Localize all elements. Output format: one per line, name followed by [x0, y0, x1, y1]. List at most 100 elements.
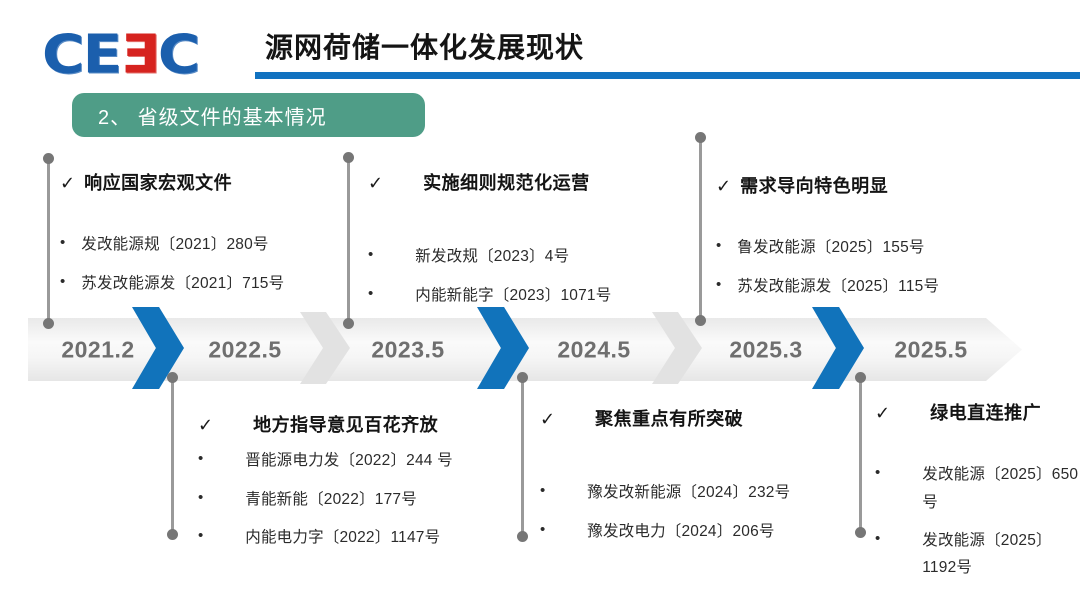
timeline-date: 2025.5: [894, 336, 968, 362]
callout-demand-oriented: ✓ 需求导向特色明显 • 鲁发改能源〔2025〕155号 • 苏发改能源发〔2025〕…: [716, 175, 1006, 311]
doc-number-text: 豫发改电力〔2024〕206号: [587, 522, 775, 540]
bullet-icon: •: [60, 272, 66, 290]
bullet-icon: •: [198, 450, 204, 468]
check-icon: ✓: [875, 403, 891, 423]
callout-key-breakthrough: ✓ 聚焦重点有所突破 • 豫发改新能源〔2024〕232号 • 豫发改电力〔2024〕…: [540, 408, 850, 556]
doc-number-text: 豫发改新能源〔2024〕232号: [587, 484, 791, 502]
pin-dot-icon: [343, 318, 354, 329]
check-icon: ✓: [716, 176, 732, 196]
pin-connector: [167, 372, 178, 540]
pin-dot-icon: [517, 531, 528, 542]
check-icon: ✓: [540, 409, 556, 429]
doc-number-text: 新发改规〔2023〕4号: [415, 248, 570, 266]
check-icon: ✓: [198, 415, 214, 435]
doc-item: • 发改能源规〔2021〕280号: [60, 231, 292, 258]
logo-letter: Ǝ: [120, 22, 160, 86]
doc-number-text: 发改能源规〔2021〕280号: [81, 236, 269, 254]
callout-local-guidance: ✓ 地方指导意见百花齐放 • 晋能源电力发〔2022〕244 号 • 青能新能〔202…: [198, 414, 508, 562]
timeline-date: 2025.3: [729, 336, 803, 362]
bullet-icon: •: [198, 526, 204, 544]
bullet-icon: •: [60, 234, 66, 252]
bullet-icon: •: [540, 482, 546, 500]
ceec-logo: C E Ǝ C: [42, 22, 201, 86]
pin-dot-icon: [517, 372, 528, 383]
logo-letter: E: [82, 22, 123, 86]
doc-list: • 发改能源规〔2021〕280号 • 苏发改能源发〔2021〕715号: [60, 231, 292, 296]
doc-item: • 豫发改新能源〔2024〕232号: [540, 479, 850, 506]
doc-item: • 鲁发改能源〔2025〕155号: [716, 234, 1006, 261]
bullet-icon: •: [368, 284, 374, 302]
doc-number-text: 苏发改能源发〔2021〕715号: [81, 274, 285, 292]
check-icon: ✓: [60, 173, 76, 193]
callout-title: 绿电直连推广: [930, 403, 1042, 423]
callout-implementation-rules: ✓ 实施细则规范化运营 • 新发改规〔2023〕4号 • 内能新能字〔2023〕107…: [368, 172, 668, 320]
bullet-icon: •: [875, 464, 881, 482]
pin-line: [859, 377, 862, 533]
doc-item: • 苏发改能源发〔2025〕115号: [716, 273, 1006, 300]
callout-green-power: ✓ 绿电直连推广 • 发改能源〔2025〕650号 • 发改能源〔2025〕1192号: [875, 402, 1080, 592]
page-title: 源网荷储一体化发展现状: [265, 32, 585, 63]
pin-connector: [43, 153, 54, 329]
pin-line: [521, 377, 524, 537]
pin-dot-icon: [43, 153, 54, 164]
bullet-icon: •: [540, 520, 546, 538]
pin-connector: [343, 152, 354, 329]
pin-dot-icon: [167, 372, 178, 383]
doc-list: • 发改能源〔2025〕650号 • 发改能源〔2025〕1192号: [875, 461, 1080, 581]
logo-letter: C: [157, 22, 201, 86]
bullet-icon: •: [875, 529, 881, 547]
doc-item: • 发改能源〔2025〕650号: [875, 461, 1080, 515]
callout-title: 需求导向特色明显: [740, 176, 889, 196]
doc-list: • 豫发改新能源〔2024〕232号 • 豫发改电力〔2024〕206号: [540, 479, 850, 544]
bullet-icon: •: [198, 488, 204, 506]
callout-title: 地方指导意见百花齐放: [253, 415, 439, 435]
doc-item: • 新发改规〔2023〕4号: [368, 243, 668, 270]
pin-dot-icon: [43, 318, 54, 329]
timeline-date: 2024.5: [557, 336, 631, 362]
doc-number-text: 苏发改能源发〔2025〕115号: [737, 277, 940, 295]
doc-item: • 苏发改能源发〔2021〕715号: [60, 270, 292, 297]
pin-dot-icon: [343, 152, 354, 163]
pin-line: [347, 157, 350, 324]
doc-number-text: 发改能源〔2025〕1192号: [922, 531, 1052, 576]
doc-item: • 青能新能〔2022〕177号: [198, 486, 508, 513]
doc-list: • 新发改规〔2023〕4号 • 内能新能字〔2023〕1071号: [368, 243, 668, 308]
pin-line: [699, 137, 702, 321]
timeline-date: 2022.5: [208, 336, 282, 362]
timeline-date: 2023.5: [371, 336, 445, 362]
bullet-icon: •: [368, 246, 374, 264]
title-underline: [255, 72, 1080, 79]
timeline-date: 2021.2: [61, 336, 135, 362]
doc-item: • 内能电力字〔2022〕1147号: [198, 524, 508, 551]
doc-number-text: 青能新能〔2022〕177号: [245, 490, 417, 508]
bullet-icon: •: [716, 237, 722, 255]
pin-line: [47, 158, 50, 324]
doc-number-text: 鲁发改能源〔2025〕155号: [737, 239, 925, 257]
pin-dot-icon: [167, 529, 178, 540]
logo-letter: C: [42, 22, 85, 86]
pin-dot-icon: [695, 315, 706, 326]
doc-number-text: 发改能源〔2025〕650号: [922, 466, 1079, 511]
doc-item: • 内能新能字〔2023〕1071号: [368, 282, 668, 309]
bullet-icon: •: [716, 275, 722, 293]
doc-item: • 发改能源〔2025〕1192号: [875, 527, 1080, 581]
doc-list: • 晋能源电力发〔2022〕244 号 • 青能新能〔2022〕177号 • 内能电力字〔…: [198, 447, 508, 550]
doc-list: • 鲁发改能源〔2025〕155号 • 苏发改能源发〔2025〕115号: [716, 234, 1006, 299]
pin-dot-icon: [855, 372, 866, 383]
callout-title: 实施细则规范化运营: [423, 173, 590, 193]
check-icon: ✓: [368, 173, 384, 193]
doc-number-text: 内能电力字〔2022〕1147号: [245, 528, 441, 546]
pin-connector: [517, 372, 528, 542]
callout-national-macro: ✓ 响应国家宏观文件 • 发改能源规〔2021〕280号 • 苏发改能源发〔2021〕…: [60, 172, 312, 308]
pin-connector: [855, 372, 866, 538]
pin-line: [171, 377, 174, 535]
doc-item: • 晋能源电力发〔2022〕244 号: [198, 447, 508, 474]
pin-dot-icon: [695, 132, 706, 143]
doc-number-text: 晋能源电力发〔2022〕244 号: [245, 452, 453, 470]
callout-title: 响应国家宏观文件: [84, 173, 233, 193]
doc-number-text: 内能新能字〔2023〕1071号: [415, 286, 612, 304]
callout-title: 聚焦重点有所突破: [595, 409, 744, 429]
pin-connector: [695, 132, 706, 326]
pin-dot-icon: [855, 527, 866, 538]
